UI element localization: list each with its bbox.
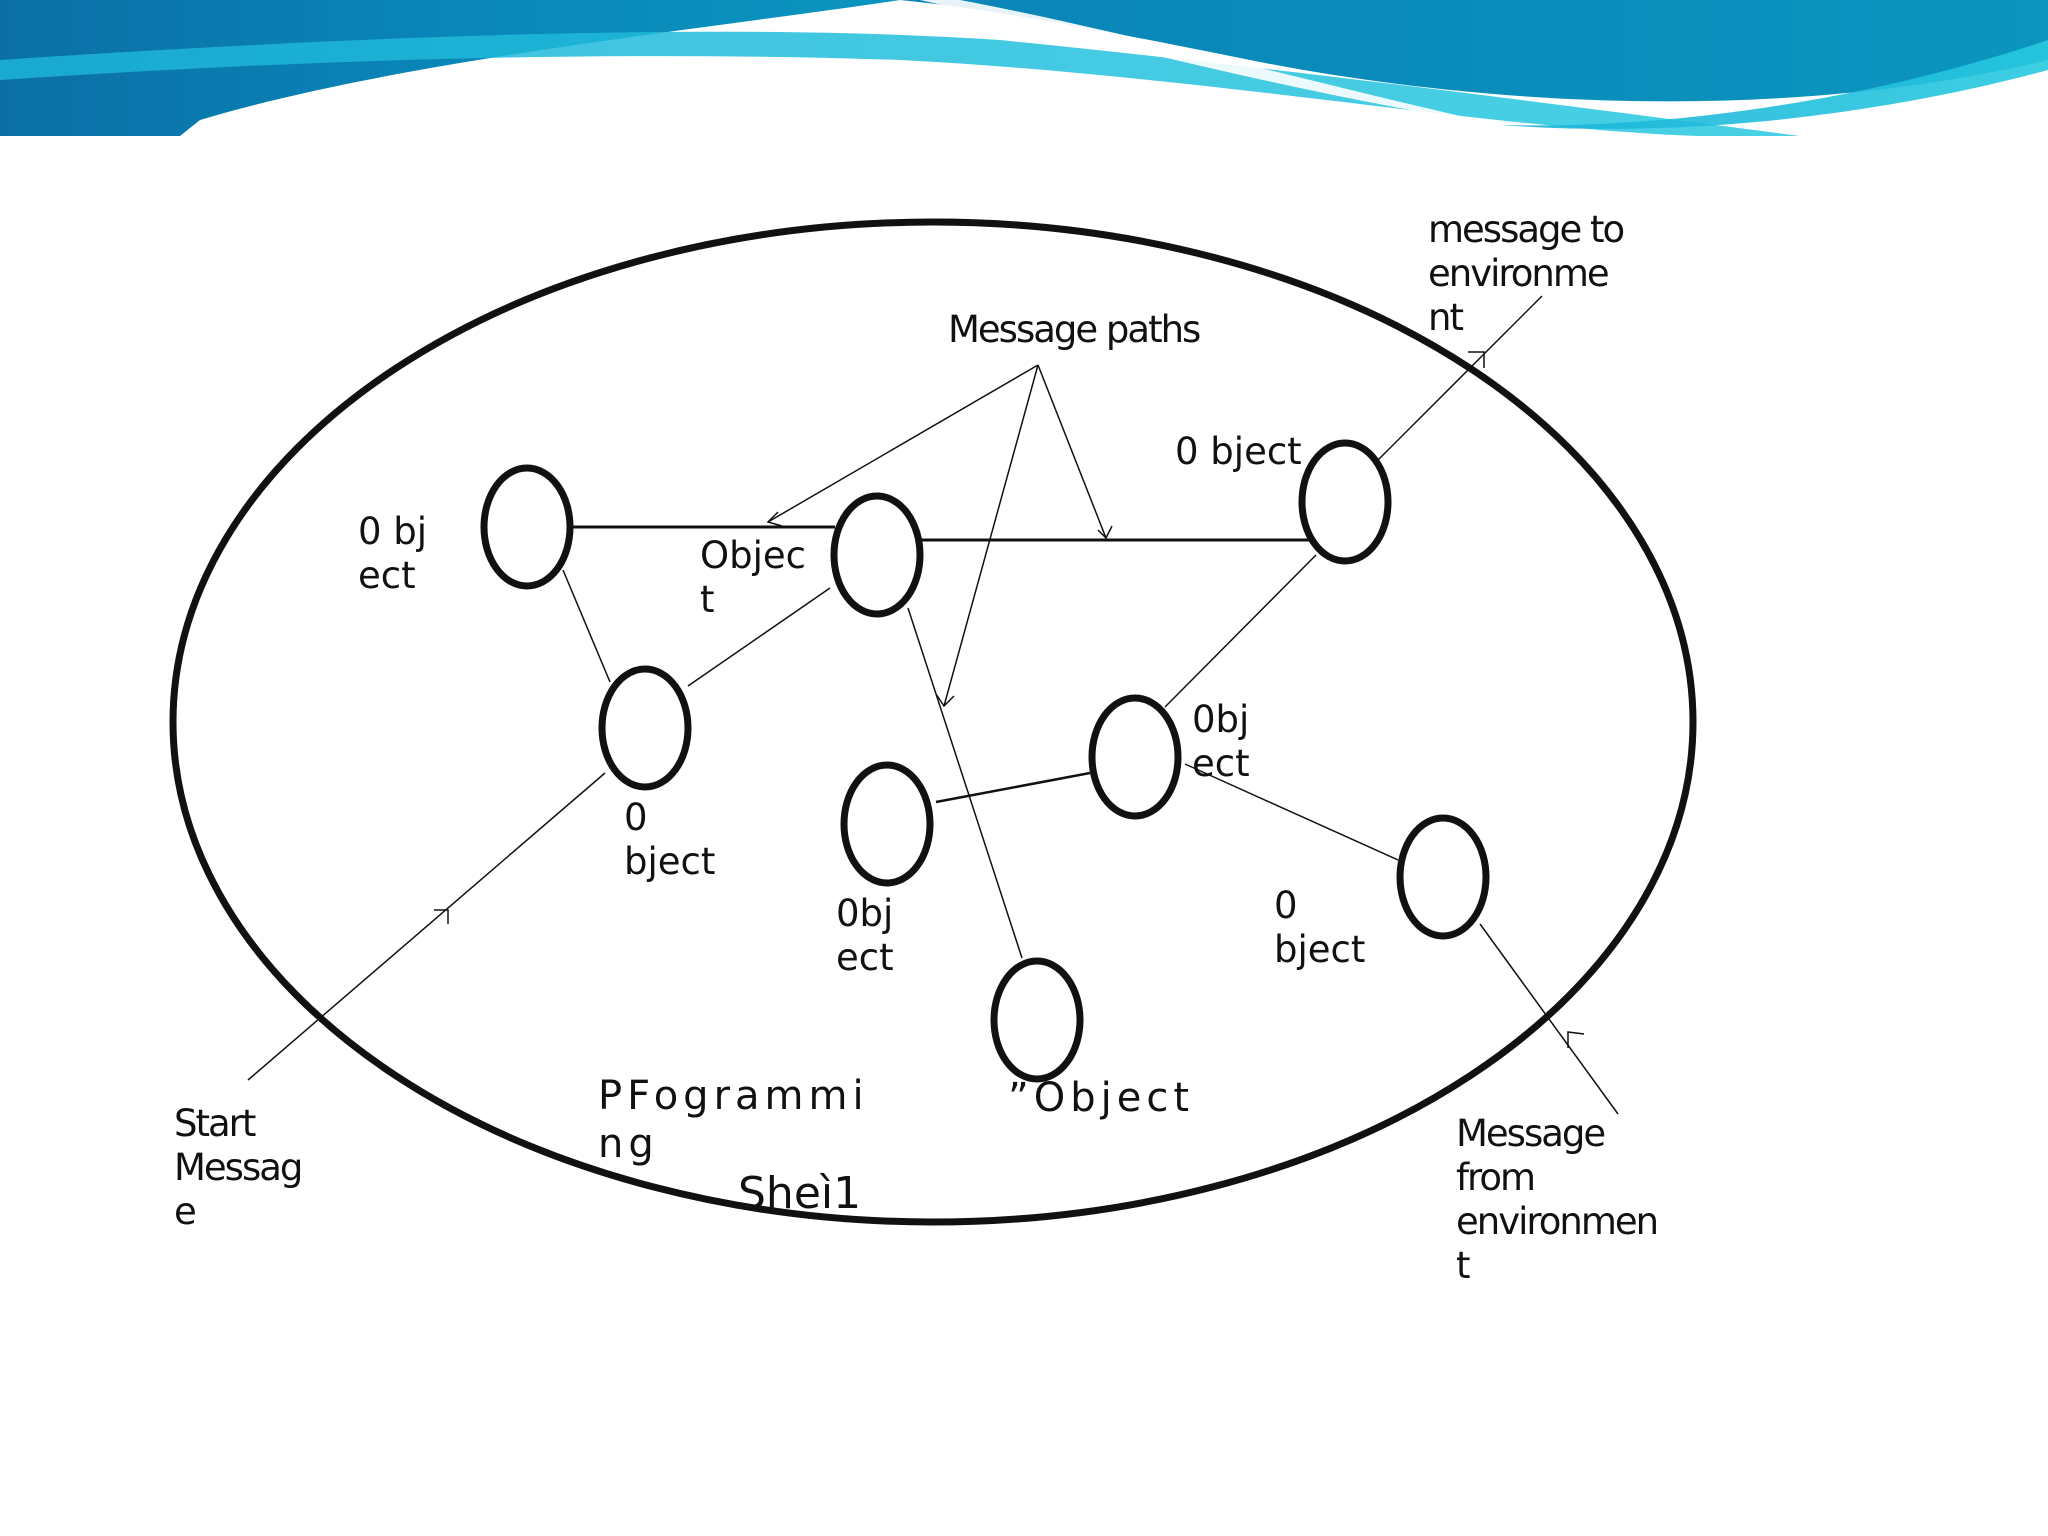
link-topleft-leftmid [563, 570, 610, 682]
path-arrowhead-center [768, 512, 782, 526]
path-arrow-to-center [768, 365, 1038, 522]
incoming-message-line [1480, 924, 1618, 1114]
object-node-top-left [484, 468, 570, 586]
start-message-line [248, 773, 605, 1080]
object-node-center [834, 496, 920, 614]
object-label-right-mid: 0 bject [1274, 884, 1365, 972]
message-paths-label: Message paths [948, 308, 1199, 352]
object-label-center-bottom: 0bj ect [836, 892, 894, 980]
object-label-center-top: Objec t [700, 534, 806, 622]
object-node-top-right [1302, 443, 1388, 561]
path-arrow-to-link [1038, 365, 1106, 538]
object-quote-label: ”Object [1008, 1074, 1194, 1122]
object-label-center-right: 0bj ect [1192, 698, 1250, 786]
incoming-arrowhead [1568, 1032, 1584, 1048]
link-centerbottom-rightobj [936, 773, 1090, 802]
object-node-bottom [994, 961, 1080, 1079]
object-label-left-mid: 0 bject [624, 796, 715, 884]
link-center-bottom [908, 608, 1022, 958]
object-node-center-bottom [844, 765, 930, 883]
object-node-center-right [1092, 698, 1178, 816]
path-arrow-down [944, 365, 1038, 706]
programming-label: PFogrammi ng [598, 1072, 869, 1168]
start-arrowhead [434, 910, 448, 924]
link-topright-rightobj [1165, 555, 1316, 707]
message-to-environment-label: message to environme nt [1428, 208, 1623, 340]
object-label-top-left: 0 bj ect [358, 510, 427, 598]
sheet-label: Sheì1 [738, 1172, 861, 1216]
object-label-top-right: 0 bject [1175, 430, 1302, 474]
object-node-left-mid [602, 669, 688, 787]
path-arrowhead-link [1098, 526, 1112, 538]
message-from-environment-label: Message from environmen t [1456, 1112, 1657, 1288]
object-node-far-right [1400, 818, 1486, 936]
start-message-label: Start Messag e [174, 1102, 301, 1234]
